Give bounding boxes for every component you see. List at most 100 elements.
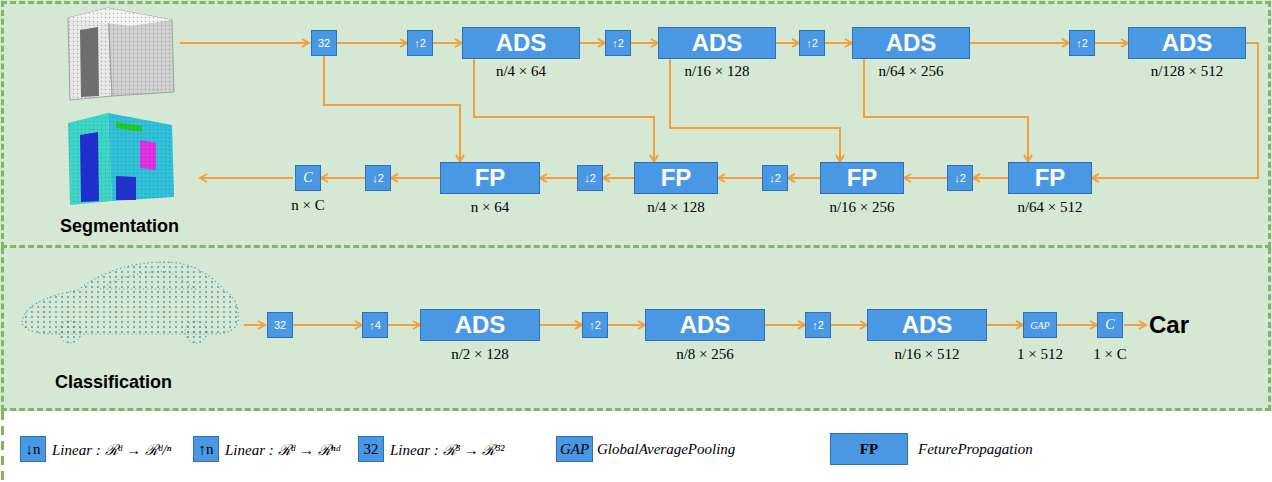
dimension-label: n/8 × 256 [676, 345, 734, 363]
flow-arrow [337, 42, 407, 44]
class-output: Car [1149, 311, 1189, 340]
panel-title: Segmentation [60, 216, 179, 237]
label-holder: Car [1149, 311, 1189, 340]
legend-text: Linear : ℛᵈ → ℛᵈ/ⁿ [52, 439, 171, 459]
legend-sample-text: GAP [560, 440, 589, 458]
box-label: 32 [318, 37, 330, 49]
op-box: C [1097, 312, 1123, 338]
block-box: ADS [462, 27, 580, 59]
op-box: GAP [1023, 312, 1057, 338]
flow-arrow [608, 324, 645, 326]
dimension-label: n/4 × 128 [647, 198, 705, 216]
block-box: ADS [658, 27, 776, 59]
box-label: FP [661, 165, 692, 191]
legend-entry: Linear : ℛᵈ → ℛᵈ/ⁿ [52, 439, 171, 459]
box-label: ADS [1162, 30, 1213, 56]
block-box: ADS [1128, 27, 1246, 59]
flow-arrow [433, 42, 462, 44]
box-label: ↓2 [584, 172, 596, 184]
flow-arrow [670, 59, 840, 162]
dimension-label: n/16 × 256 [829, 198, 894, 216]
flow-arrow [973, 177, 1008, 179]
flow-arrow [1092, 43, 1258, 178]
dimension-label: 1 × 512 [1017, 345, 1063, 363]
legend-entry: GlobalAveragePooling [597, 441, 735, 458]
legend-text: GlobalAveragePooling [597, 441, 735, 458]
flow-arrow [603, 177, 634, 179]
block-box: FP [820, 162, 904, 194]
flow-arrow [904, 177, 947, 179]
label-holder: 1 × C [1093, 345, 1126, 363]
op-box: 32 [267, 312, 293, 338]
dimension-label: n/128 × 512 [1151, 62, 1224, 80]
block-box: FP [634, 162, 718, 194]
flow-arrow [765, 324, 805, 326]
label-holder: n/16 × 256 [829, 198, 894, 216]
op-box: ↑2 [1069, 30, 1095, 56]
box-label: ↑2 [806, 37, 818, 49]
box-label: ADS [902, 312, 953, 338]
legend-sample-text: ↓n [26, 440, 41, 458]
flow-arrow [474, 59, 654, 162]
room-point-cloud [68, 8, 174, 100]
legend-sample-text: FP [860, 440, 878, 458]
dimension-label: n/64 × 256 [878, 62, 943, 80]
label-holder: n/16 × 512 [894, 345, 959, 363]
box-label: ADS [886, 30, 937, 56]
box-label: ADS [692, 30, 743, 56]
flow-arrow [324, 56, 460, 162]
flow-arrow [1057, 324, 1097, 326]
op-box: ↑4 [362, 312, 388, 338]
legend-entry: Linear : ℛᵈ → ℛⁿᵈ [225, 439, 340, 459]
block-box: ADS [420, 309, 540, 341]
legend-text: Linear : ℛᵈ → ℛⁿᵈ [225, 439, 340, 459]
dimension-label: n/64 × 512 [1017, 198, 1082, 216]
dimension-label: n/2 × 128 [451, 345, 509, 363]
dimension-label: n/16 × 512 [894, 345, 959, 363]
box-label: ↓2 [954, 172, 966, 184]
box-label: ↑2 [1076, 37, 1088, 49]
dimension-label: n × 64 [471, 198, 509, 216]
block-box: ADS [867, 309, 987, 341]
op-box: ↑2 [805, 312, 831, 338]
car-point-cloud [22, 262, 238, 343]
box-label: FP [847, 165, 878, 191]
legend-sample-box: 32 [358, 436, 384, 462]
label-holder: n/16 × 128 [684, 62, 749, 80]
label-holder: n/128 × 512 [1151, 62, 1224, 80]
box-label: FP [475, 165, 506, 191]
dimension-label: 1 × C [1093, 345, 1126, 363]
flow-arrow [293, 324, 362, 326]
label-holder: n/4 × 64 [496, 62, 546, 80]
box-label: C [1105, 317, 1114, 332]
op-box: ↑2 [582, 312, 608, 338]
box-label: FP [1035, 165, 1066, 191]
op-box: ↑2 [799, 30, 825, 56]
legend-entry: FeturePropagation [918, 441, 1033, 458]
box-label: ↑2 [812, 319, 824, 331]
box-label: ↑2 [612, 37, 624, 49]
flow-arrow [825, 42, 852, 44]
flow-arrow [1095, 42, 1128, 44]
label-holder: n/2 × 128 [451, 345, 509, 363]
box-label: ADS [455, 312, 506, 338]
flow-arrow [970, 42, 1069, 44]
flow-arrow [388, 324, 420, 326]
label-holder: n/64 × 512 [1017, 198, 1082, 216]
flow-arrow [987, 324, 1023, 326]
flow-arrow [580, 42, 605, 44]
box-label: ↓2 [372, 172, 384, 184]
panel-title: Classification [55, 372, 172, 393]
op-box: ↓2 [762, 165, 788, 191]
op-box: ↑2 [605, 30, 631, 56]
box-label: ↑2 [589, 319, 601, 331]
op-box: ↑2 [407, 30, 433, 56]
dimension-label: n × C [291, 196, 324, 214]
label-holder: n × 64 [471, 198, 509, 216]
box-label: GAP [1030, 320, 1049, 331]
flow-arrow [776, 42, 799, 44]
flow-arrow [864, 59, 1028, 162]
legend-sample-text: 32 [364, 440, 379, 458]
legend-sample-box: FP [830, 433, 908, 465]
